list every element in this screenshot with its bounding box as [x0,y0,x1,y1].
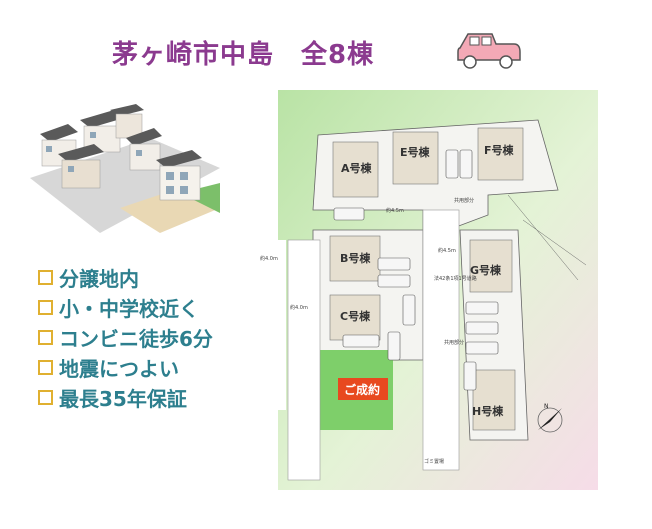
feature-item: 分譲地内 [38,262,213,292]
lot-h-label: H号棟 [472,404,504,418]
sold-badge: ご成約 [344,382,380,397]
house-render-image [30,104,220,233]
page-title: 茅ヶ崎市中島 全8棟 [112,40,375,70]
lot-b-label: B号棟 [340,251,371,265]
road-width-label: 約4.0m [290,304,308,311]
north-arrow-icon: N [537,403,563,433]
lot-f-label: F号棟 [484,143,515,157]
feature-item: 小・中学校近く [38,292,213,322]
lot-e-label: E号棟 [400,145,431,159]
shared-area-label: 共用部分 [454,197,474,204]
checkbox-icon [38,359,53,375]
lot-c-label: C号棟 [340,309,371,323]
feature-item: 地震につよい [38,352,213,382]
checkbox-icon [38,269,53,285]
shared-area-label: 共用部分 [444,339,464,346]
feature-list: 分譲地内 小・中学校近く コンビニ徒歩6分 地震につよい 最長35年保証 [38,262,213,412]
road-width-label: 約4.0m [260,255,278,262]
road-width-label: 約4.5m [438,247,456,254]
lot-g-label: G号棟 [470,263,502,277]
road-width-label: 約4.5m [386,207,404,214]
feature-item: 最長35年保証 [38,382,213,412]
garbage-area-label: ゴミ置場 [424,458,444,465]
car-icon [457,33,521,69]
lot-a-label: A号棟 [341,161,373,175]
site-plan-image: A号棟 E号棟 F号棟 B号棟 C号棟 G号棟 H号棟 ご成約 約4.0m 約4… [238,90,598,490]
road-name-label: 法42条1項1号道路 [434,275,477,282]
checkbox-icon [38,299,53,315]
checkbox-icon [38,329,53,345]
checkbox-icon [38,389,53,405]
svg-text:N: N [544,403,549,410]
feature-item: コンビニ徒歩6分 [38,322,213,352]
